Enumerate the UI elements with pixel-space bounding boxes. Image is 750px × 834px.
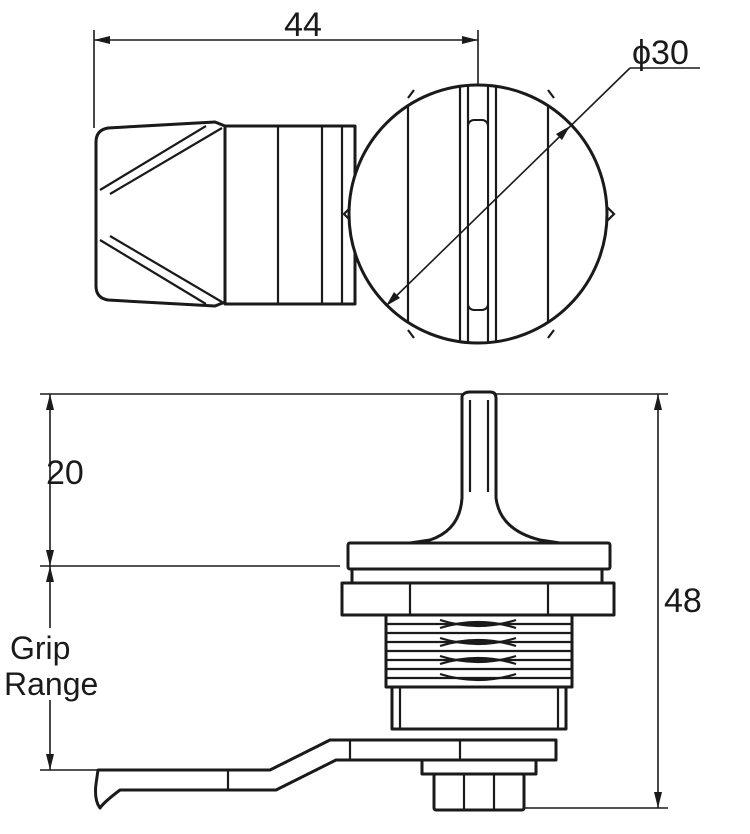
hex-nut-side	[340, 567, 616, 617]
handle-height-dimension: 20	[46, 394, 84, 566]
total-height-dimension: 48	[654, 394, 702, 808]
top-view: 44	[93, 6, 700, 345]
handle-height-label: 20	[46, 454, 84, 492]
diameter-label: ϕ30	[632, 34, 689, 72]
width-dimension: 44	[93, 6, 479, 128]
cam-arm	[94, 738, 558, 810]
threaded-body	[384, 613, 574, 731]
bottom-nut	[420, 758, 538, 812]
side-view: 20 Grip Range 48	[4, 390, 702, 812]
grip-label-line1: Grip	[10, 630, 70, 666]
grip-range-dimension: Grip Range	[4, 566, 108, 770]
t-handle-side	[346, 390, 612, 571]
total-height-label: 48	[664, 582, 702, 620]
width-label: 44	[284, 6, 322, 44]
diameter-dimension: ϕ30	[385, 34, 700, 307]
grip-label-line2: Range	[4, 666, 98, 702]
handle-top	[94, 120, 357, 308]
